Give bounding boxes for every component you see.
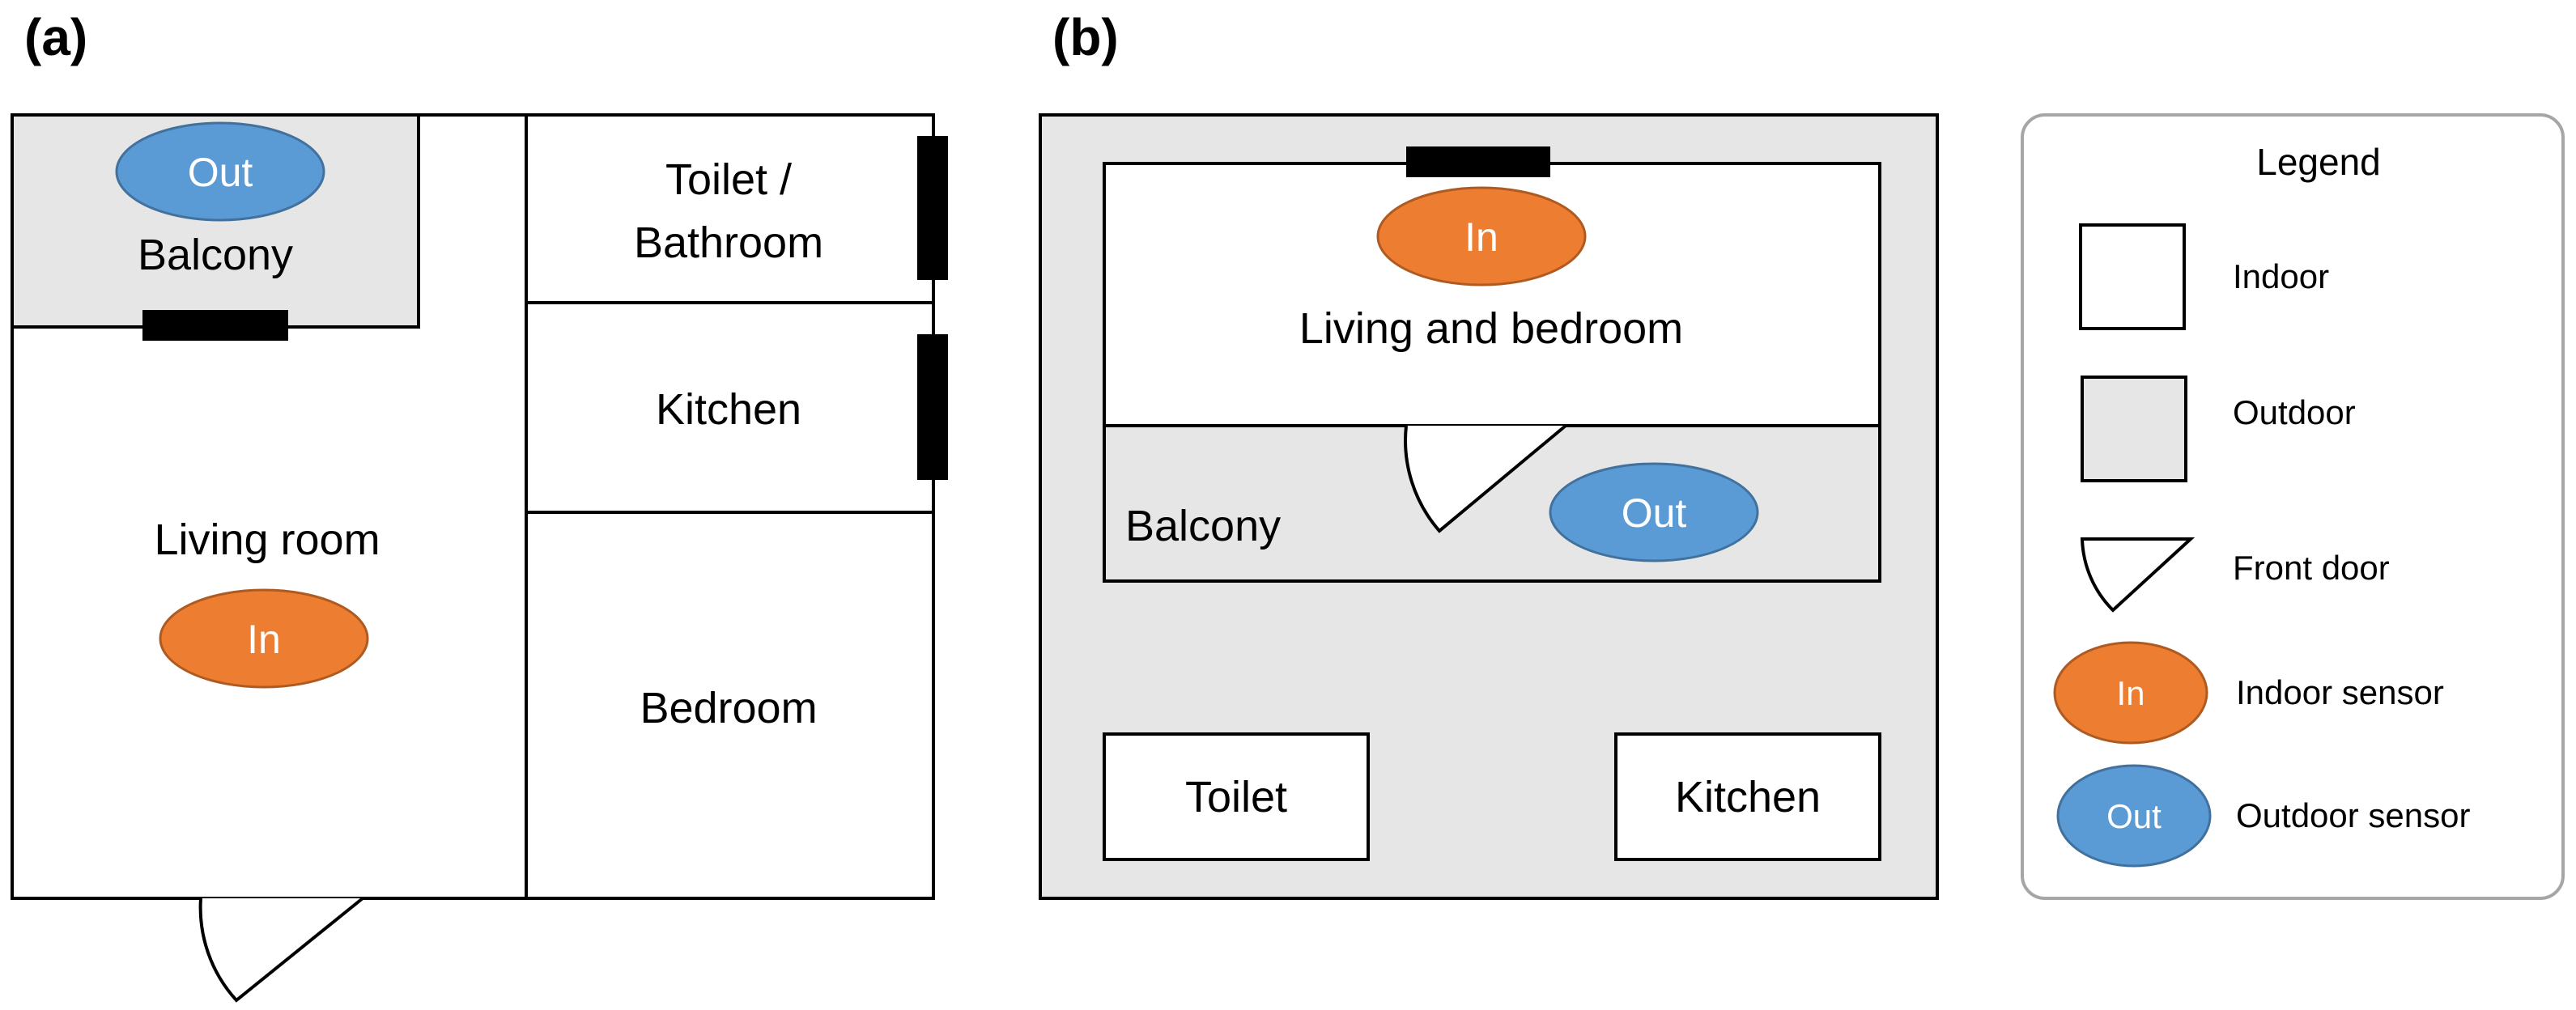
outdoor-sensor-b (1549, 462, 1759, 562)
indoor-sensor-a-label: In (247, 617, 281, 662)
kitchen-b (1614, 732, 1881, 861)
room-b-living-and-bedroom: Living and bedroom (1299, 304, 1683, 353)
room-a-living-room: Living room (154, 516, 380, 564)
front-door-b (1404, 424, 1567, 533)
window-a-kitchen (917, 334, 948, 480)
room-a-toilet-line2: Bathroom (634, 219, 823, 267)
window-b-living (1406, 146, 1550, 177)
legend-indoor-swatch (2079, 223, 2186, 330)
panel-a-floor-plan: Out In Balcony Living room Toilet / Bath… (11, 113, 948, 1003)
legend-indoor-sensor-symbol: In (2116, 674, 2145, 712)
legend-outdoor-sensor-label: Outdoor sensor (2236, 796, 2471, 834)
panel-b-label: (b) (1052, 8, 1119, 66)
room-a-toilet-line1: Toilet / (665, 155, 792, 204)
legend-indoor-label: Indoor (2233, 257, 2329, 295)
legend-front-door-label: Front door (2233, 549, 2390, 587)
legend: Legend Indoor Outdoor Front door In Indo… (2021, 113, 2565, 900)
legend-front-door-icon (2080, 537, 2196, 613)
room-a-balcony: Balcony (138, 231, 293, 279)
legend-outdoor-sensor-icon (2056, 764, 2212, 868)
room-b-toilet: Toilet (1185, 773, 1287, 821)
indoor-sensor-b-label: In (1464, 214, 1498, 260)
legend-indoor-sensor-icon (2053, 641, 2208, 745)
room-b-balcony: Balcony (1125, 502, 1281, 550)
room-b-kitchen: Kitchen (1675, 773, 1821, 821)
outdoor-sensor-a-label: Out (188, 150, 253, 195)
front-door-a (198, 897, 364, 1003)
legend-title: Legend (2256, 141, 2381, 183)
legend-indoor-sensor-label: Indoor sensor (2236, 673, 2444, 711)
toilet-b (1103, 732, 1370, 861)
legend-outdoor-label: Outdoor (2233, 393, 2356, 431)
indoor-sensor-b (1376, 186, 1587, 286)
legend-outdoor-swatch (2081, 376, 2187, 482)
room-a-kitchen: Kitchen (656, 385, 801, 434)
outdoor-sensor-a (115, 121, 325, 222)
outdoor-sensor-b-label: Out (1622, 490, 1687, 536)
window-a-balcony (142, 310, 288, 341)
legend-outdoor-sensor-symbol: Out (2106, 797, 2162, 835)
panel-a-label: (a) (24, 8, 87, 66)
room-a-bedroom: Bedroom (640, 684, 817, 732)
panel-b-floor-plan: In Out Living and bedroom Balcony Toilet… (1039, 113, 1939, 900)
window-a-bathroom (917, 136, 948, 280)
indoor-sensor-a (159, 588, 369, 689)
